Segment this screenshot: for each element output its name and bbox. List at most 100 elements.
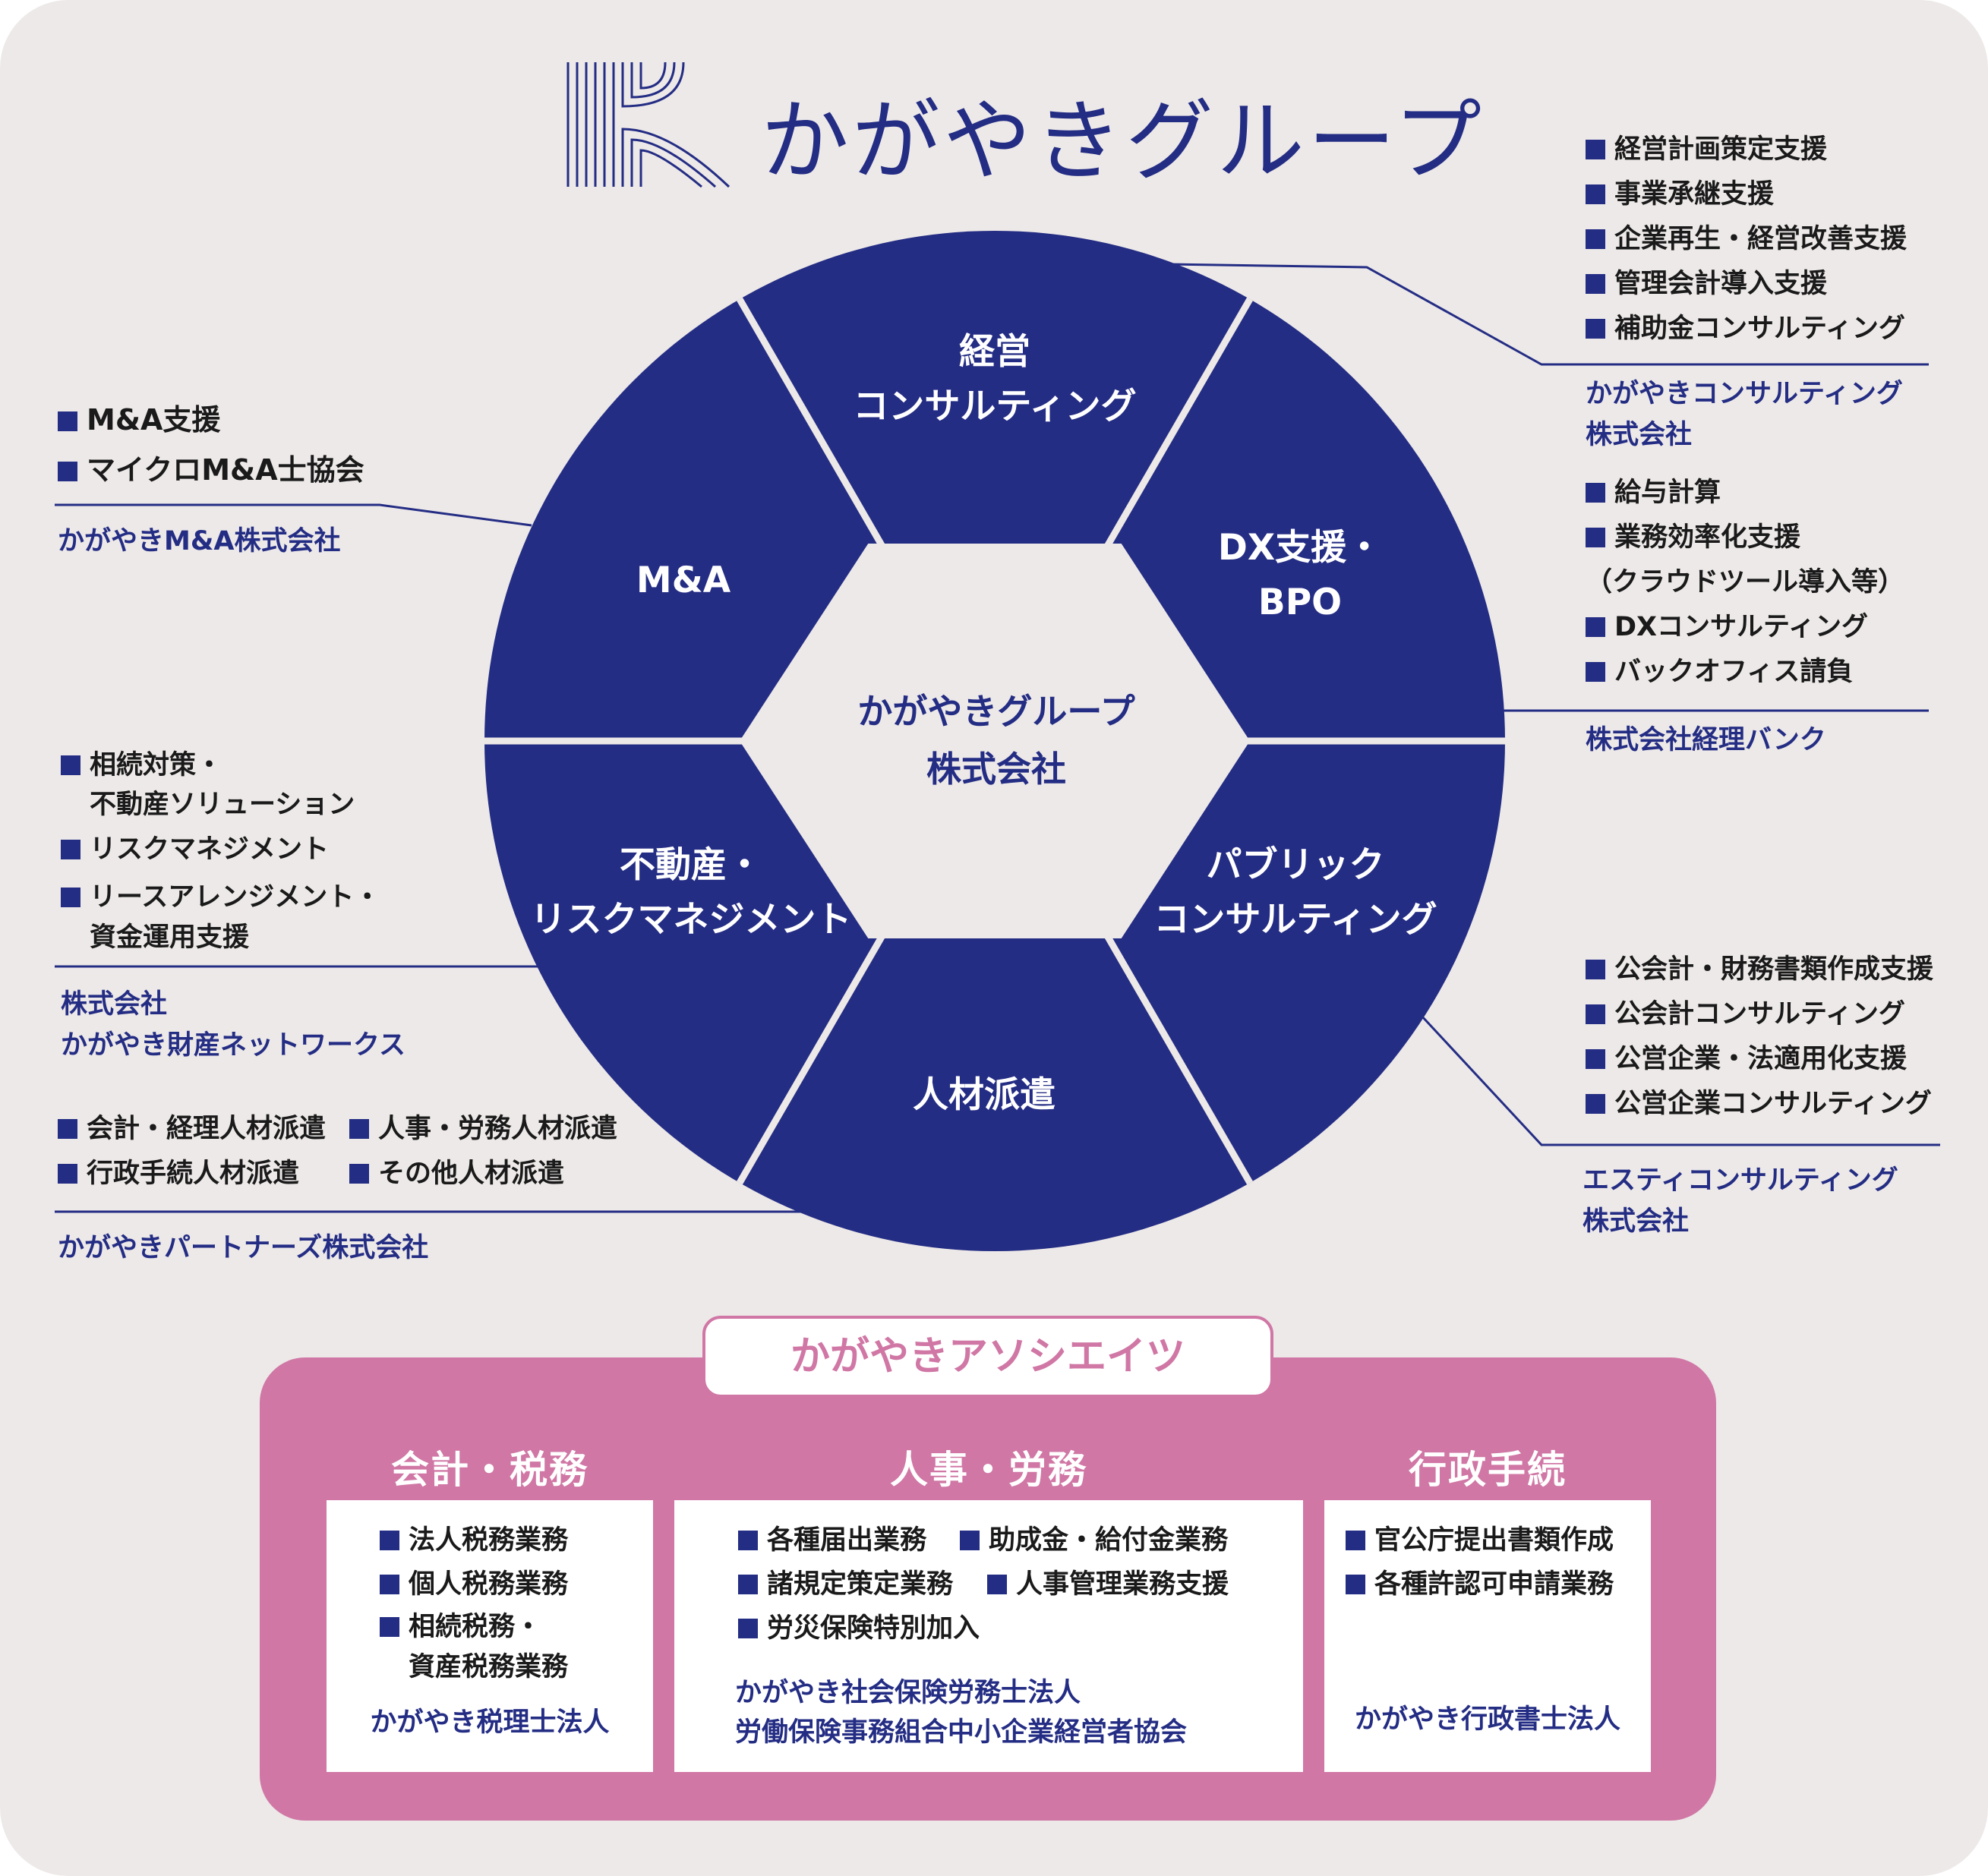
square-bullet-icon	[58, 462, 77, 481]
dx-company: 株式会社経理バンク	[1586, 725, 1826, 755]
list-item: 各種届出業務	[738, 1518, 980, 1562]
segment-public[interactable]: パブリック コンサルティング	[1153, 838, 1437, 947]
realestate-services-list: 相続対策・ 不動産ソリューション リスクマネジメント リースアレンジメント・ 資…	[61, 746, 380, 955]
square-bullet-icon	[1586, 617, 1605, 637]
segment-dx-line1: DX支援・	[1217, 527, 1383, 569]
list-item: 不動産ソリューション	[90, 790, 355, 820]
segment-realestate[interactable]: 不動産・ リスクマネジメント	[531, 838, 852, 947]
square-bullet-icon	[1346, 1531, 1365, 1550]
list-item: 公会計・財務書類作成支援	[1586, 947, 1933, 992]
square-bullet-icon	[1586, 662, 1605, 682]
ma-company: かがやきM&A株式会社	[58, 526, 341, 556]
segment-public-line2: コンサルティング	[1153, 899, 1437, 941]
list-item: 個人税務業務	[380, 1562, 568, 1606]
list-item: 相続税務・	[380, 1606, 568, 1647]
center-hexagon	[740, 544, 1250, 938]
list-item: その他人材派遣	[349, 1152, 617, 1197]
list-item: リースアレンジメント・	[61, 875, 380, 920]
list-item: DXコンサルティング	[1586, 605, 1904, 650]
connector-consulting	[1167, 263, 1929, 366]
list-item: 管理会計導入支援	[1586, 262, 1907, 307]
public-company: エスティコンサルティング 株式会社	[1583, 1165, 1898, 1237]
staffing-col-left: 会計・経理人材派遣 行政手続人材派遣	[58, 1107, 326, 1197]
associates-col-accounting-title: 会計・税務	[391, 1448, 589, 1492]
list-item: 給与計算	[1586, 471, 1904, 516]
list-item: 業務効率化支援	[1586, 516, 1904, 560]
center-line1: かがやきグループ	[857, 691, 1135, 732]
square-bullet-icon	[58, 1119, 77, 1139]
segment-staffing[interactable]: 人材派遣	[913, 1068, 1056, 1123]
list-item: 資金運用支援	[90, 922, 250, 953]
staffing-company: かがやきパートナーズ株式会社	[58, 1233, 429, 1263]
square-bullet-icon	[1586, 1049, 1605, 1069]
square-bullet-icon	[1586, 229, 1605, 249]
list-item: 相続対策・	[61, 746, 380, 785]
dx-services-list: 給与計算 業務効率化支援 （クラウドツール導入等） DXコンサルティング バック…	[1586, 471, 1904, 695]
consulting-company: かがやきコンサルティング 株式会社	[1586, 379, 1903, 450]
square-bullet-icon	[1586, 528, 1605, 547]
square-bullet-icon	[1586, 140, 1605, 159]
connector-public	[1420, 1014, 1940, 1146]
segment-public-line1: パブリック	[1206, 844, 1385, 886]
list-item: 各種許認可申請業務	[1346, 1562, 1614, 1606]
square-bullet-icon	[61, 888, 80, 907]
segment-staffing-line1: 人材派遣	[913, 1074, 1056, 1116]
ma-services-list: M&A支援 マイクロM&A士協会	[58, 395, 364, 495]
list-item: 企業再生・経営改善支援	[1586, 217, 1907, 262]
list-item: 行政手続人材派遣	[58, 1152, 326, 1197]
segment-ma[interactable]: M&A	[636, 553, 731, 608]
square-bullet-icon	[987, 1575, 1007, 1594]
staffing-col-right: 人事・労務人材派遣 その他人材派遣	[349, 1107, 617, 1197]
accounting-company: かがやき税理士法人	[370, 1707, 610, 1738]
square-bullet-icon	[1586, 1094, 1605, 1114]
square-bullet-icon	[1586, 319, 1605, 339]
square-bullet-icon	[61, 755, 80, 775]
square-bullet-icon	[58, 411, 77, 431]
square-bullet-icon	[738, 1619, 758, 1638]
list-item: 事業承継支援	[1586, 172, 1907, 217]
list-item: マイクロM&A士協会	[58, 445, 364, 495]
segment-consulting[interactable]: 経営 コンサルティング	[853, 325, 1136, 434]
hr-services-list-right: 助成金・給付金業務 人事管理業務支援	[960, 1518, 1229, 1606]
square-bullet-icon	[738, 1531, 758, 1550]
list-item: 経営計画策定支援	[1586, 128, 1907, 172]
list-item: 人事・労務人材派遣	[349, 1107, 617, 1152]
list-item: 公営企業・法適用化支援	[1586, 1037, 1933, 1082]
square-bullet-icon	[380, 1575, 399, 1594]
square-bullet-icon	[349, 1119, 369, 1139]
square-bullet-icon	[1586, 483, 1605, 503]
segment-ma-line1: M&A	[636, 560, 731, 601]
list-item: 官公庁提出書類作成	[1346, 1518, 1614, 1562]
connector-ma	[55, 503, 532, 527]
square-bullet-icon	[1586, 184, 1605, 204]
square-bullet-icon	[738, 1575, 758, 1594]
associates-accounting-panel: 法人税務業務 個人税務業務 相続税務・ 資産税務業務 かがやき税理士法人	[327, 1500, 653, 1772]
group-logo-text: かがやきグループ	[761, 90, 1485, 193]
list-item: 補助金コンサルティング	[1586, 307, 1907, 352]
square-bullet-icon	[1586, 960, 1605, 979]
segment-consulting-line2: コンサルティング	[853, 386, 1137, 427]
square-bullet-icon	[1586, 274, 1605, 294]
associates-col-admin-title: 行政手続	[1409, 1448, 1567, 1492]
hr-company: かがやき社会保険労務士法人 労働保険事務組合中小企業経営者協会	[735, 1678, 1188, 1748]
associates-admin-panel: 官公庁提出書類作成 各種許認可申請業務 かがやき行政書士法人	[1324, 1500, 1651, 1772]
list-item: 会計・経理人材派遣	[58, 1107, 326, 1152]
segment-consulting-line1: 経営	[959, 331, 1030, 373]
center-company: かがやきグループ 株式会社	[857, 683, 1134, 798]
list-item: 諸規定策定業務	[738, 1562, 980, 1606]
list-item: （クラウドツール導入等）	[1586, 567, 1905, 597]
list-item: M&A支援	[58, 395, 364, 445]
segment-dx[interactable]: DX支援・ BPO	[1218, 521, 1382, 630]
k-stripes-icon	[566, 61, 731, 188]
public-services-list: 公会計・財務書類作成支援 公会計コンサルティング 公営企業・法適用化支援 公営企…	[1586, 947, 1933, 1127]
square-bullet-icon	[380, 1617, 399, 1637]
list-item: 労災保険特別加入	[738, 1606, 980, 1651]
square-bullet-icon	[960, 1531, 980, 1550]
segment-dx-line2: BPO	[1257, 582, 1343, 623]
associates-col-hr-title: 人事・労務	[890, 1448, 1087, 1492]
hr-services-list-left: 各種届出業務 諸規定策定業務 労災保険特別加入	[738, 1518, 980, 1651]
list-item: バックオフィス請負	[1586, 650, 1904, 695]
consulting-services-list: 経営計画策定支援 事業承継支援 企業再生・経営改善支援 管理会計導入支援 補助金…	[1586, 128, 1907, 352]
